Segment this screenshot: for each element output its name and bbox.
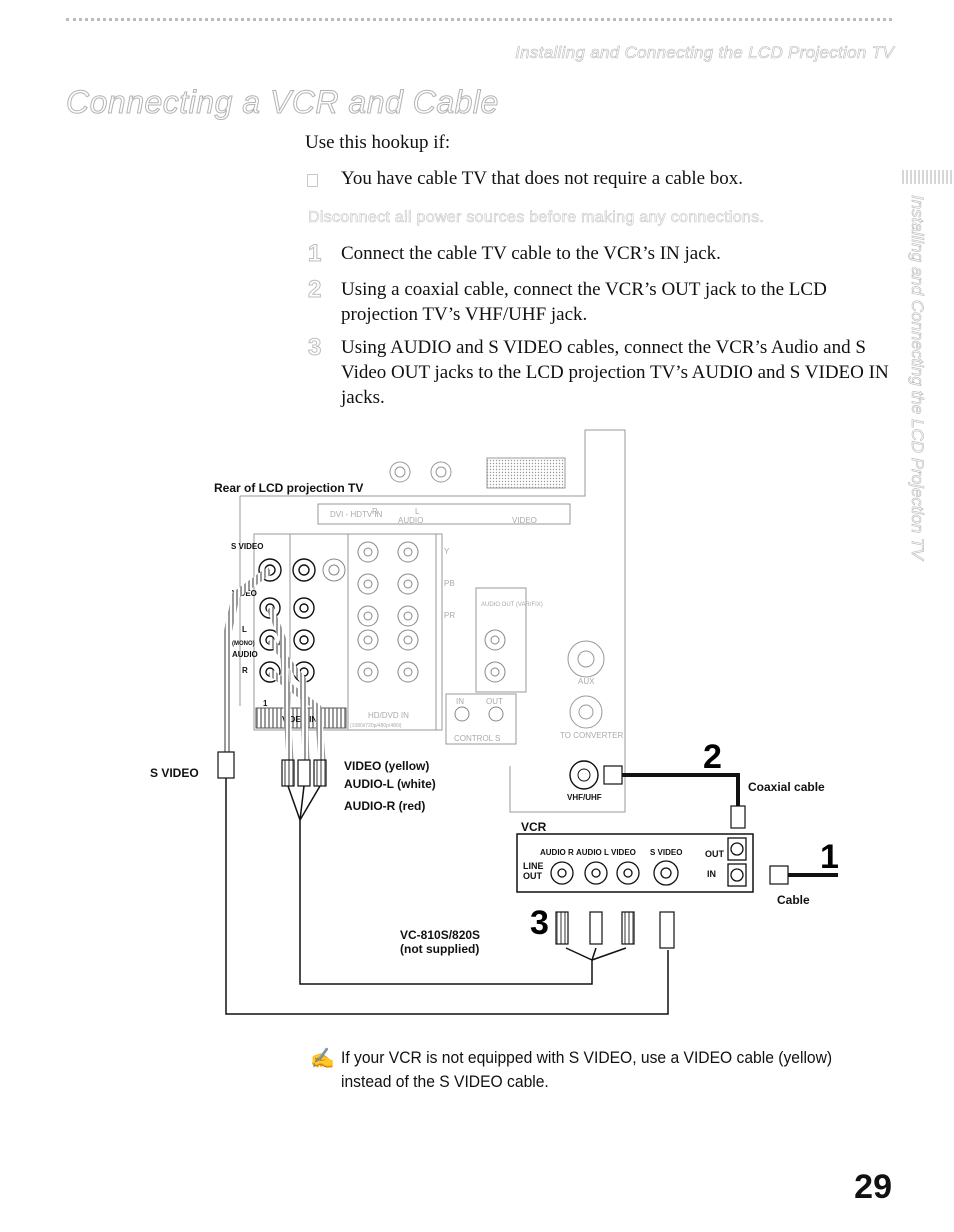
- callout-2: 2: [703, 738, 722, 776]
- tv-svideo-label: S VIDEO: [231, 542, 263, 551]
- coaxial-cable: [603, 765, 746, 829]
- intro-text: Use this hookup if:: [305, 132, 451, 153]
- section-title: Connecting a VCR and Cable: [66, 84, 499, 121]
- tv-l-label: L: [242, 625, 247, 634]
- vcr-rf-in-label: IN: [707, 869, 716, 879]
- running-head: Installing and Connecting the LCD Projec…: [515, 43, 894, 63]
- step-text: Using AUDIO and S VIDEO cables, connect …: [341, 337, 889, 408]
- tv-label: Rear of LCD projection TV: [214, 481, 363, 495]
- vcr-video: VIDEO: [611, 848, 636, 857]
- dvi-label: DVI - HDTV IN: [330, 510, 383, 519]
- cable-plugs: [217, 751, 327, 787]
- page-number: 29: [854, 1168, 892, 1206]
- vcr-audio-r: AUDIO R: [540, 848, 574, 857]
- step-number: 1: [307, 240, 322, 268]
- audio-out-label: AUDIO OUT (VAR/FIX): [481, 602, 543, 608]
- out-label: OUT: [486, 697, 503, 706]
- coaxial-cable-label: Coaxial cable: [748, 780, 825, 794]
- vhf-uhf-label: VHF/UHF: [567, 793, 602, 802]
- step-number: 2: [307, 276, 322, 304]
- incoming-cable: [769, 865, 838, 885]
- pr-label: PR: [444, 611, 455, 620]
- pb-label: PB: [444, 579, 455, 588]
- audio-label: AUDIO: [398, 516, 423, 525]
- audio-r-cable-label: AUDIO-R (red): [344, 799, 425, 813]
- video-cable-label: VIDEO (yellow): [344, 759, 429, 773]
- vcr-plugs: [555, 911, 675, 949]
- tv-rear-panel: [239, 429, 626, 813]
- audio-l-cable-label: AUDIO-L (white): [344, 777, 436, 791]
- step-text: Using a coaxial cable, connect the VCR’s…: [341, 279, 827, 325]
- vcr-panel: [516, 833, 754, 893]
- vcr-line-label: LINE: [523, 861, 544, 871]
- callout-3: 3: [530, 904, 549, 942]
- vcr-out-label: OUT: [523, 871, 543, 881]
- tv-audio-label: AUDIO: [232, 650, 258, 659]
- bullet-item: You have cable TV that does not require …: [341, 168, 744, 189]
- y-label: Y: [444, 547, 450, 556]
- vcr-rf-out-label: OUT: [705, 849, 725, 859]
- video-label: VIDEO: [512, 516, 537, 525]
- cable-label: Cable: [777, 893, 810, 907]
- tv-r-label: R: [242, 666, 248, 675]
- cable-runs: [225, 778, 669, 1015]
- r-label: R: [372, 507, 378, 516]
- vcr-audio-l: AUDIO L: [576, 848, 609, 857]
- vcr-label: VCR: [521, 820, 547, 834]
- svideo-cable-label: S VIDEO: [150, 766, 199, 780]
- note-text: If your VCR is not equipped with S VIDEO…: [341, 1048, 833, 1091]
- step-text: Connect the cable TV cable to the VCR’s …: [341, 243, 721, 264]
- hd-res-label: (1080i/720p/480p/480i): [350, 723, 402, 729]
- l-label: L: [415, 507, 420, 516]
- in-label: IN: [456, 697, 464, 706]
- vcr-jacks: [550, 837, 747, 887]
- aux-label: AUX: [578, 677, 595, 686]
- tv-mono-label: (MONO): [232, 641, 255, 647]
- control-s-label: CONTROL S: [454, 734, 500, 743]
- input-num: 1: [263, 699, 268, 708]
- side-tab-marker: [902, 170, 954, 184]
- checkbox-icon: [307, 174, 318, 187]
- step-number: 3: [307, 334, 322, 362]
- callout-1: 1: [820, 838, 839, 876]
- vhf-uhf-jack: [569, 760, 599, 790]
- vc-model-label: VC-810S/820S: [400, 928, 480, 942]
- vcr-svideo: S VIDEO: [650, 848, 682, 857]
- top-rule: [66, 18, 892, 21]
- hd-dvd-label: HD/DVD IN: [368, 711, 409, 720]
- warning-text: Disconnect all power sources before maki…: [308, 209, 765, 227]
- pencil-note-icon: ✍: [310, 1048, 335, 1070]
- video-in-label: VIDEO IN: [282, 715, 317, 724]
- to-converter-label: TO CONVERTER: [560, 731, 623, 740]
- av-cables: [222, 566, 326, 761]
- not-supplied-label: (not supplied): [400, 942, 479, 956]
